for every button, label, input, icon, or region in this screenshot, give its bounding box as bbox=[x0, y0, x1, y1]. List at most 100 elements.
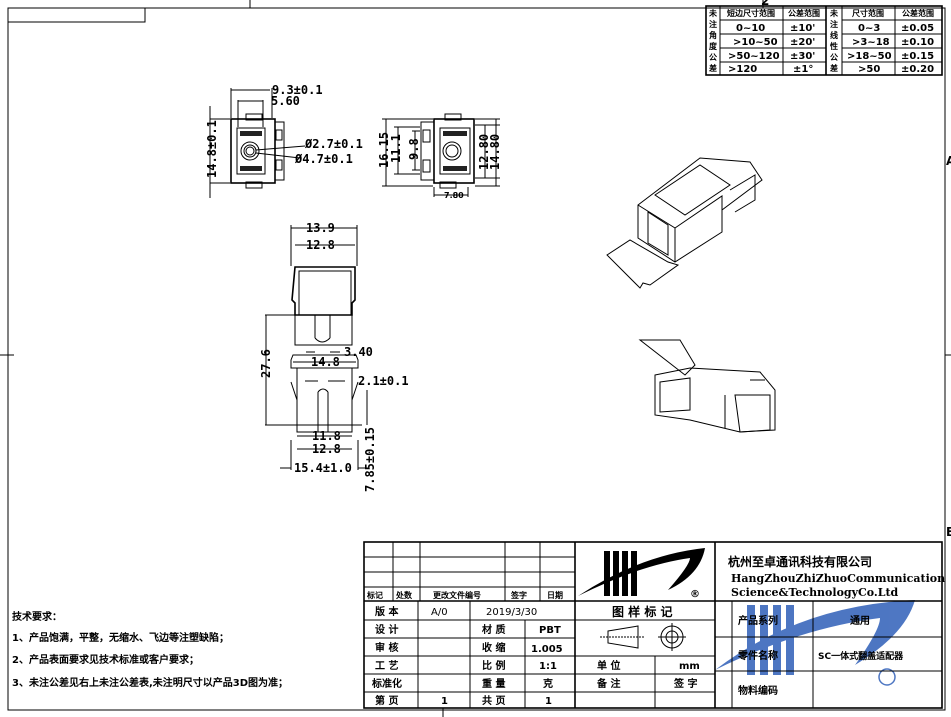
rev-col-sign: 签字 bbox=[510, 590, 527, 600]
dim-14-8: 14.8±0.1 bbox=[205, 120, 219, 178]
weight-label: 重 量 bbox=[482, 677, 505, 690]
tech-requirements: 技术要求： 1、产品饱满，平整，无缩水、飞边等注塑缺陷； 2、产品表面要求见技术… bbox=[12, 610, 288, 689]
title-block: 标记 处数 更改文件编号 签字 日期 版 本 A/0 2019/3/30 设 计… bbox=[363, 541, 945, 717]
tech-title: 技术要求： bbox=[12, 610, 62, 623]
zone-b: B bbox=[946, 525, 951, 539]
scale-value: 1:1 bbox=[539, 661, 557, 672]
company-logo: ® bbox=[578, 548, 705, 600]
series-label: 产品系列 bbox=[738, 614, 778, 627]
company-name-en-2: Science&TechnologyCo.Ltd bbox=[731, 586, 899, 599]
cell: ±1° bbox=[793, 64, 813, 75]
dim-11-1: 11.1 bbox=[389, 134, 403, 163]
company-name-en-1: HangZhouZhiZhuoCommunication bbox=[731, 572, 945, 585]
version-label: 版 本 bbox=[375, 605, 399, 618]
version-value: A/0 bbox=[431, 607, 448, 618]
cell: >18~50 bbox=[847, 51, 892, 62]
process-label: 工 艺 bbox=[375, 659, 398, 672]
scale-label: 比 例 bbox=[482, 659, 505, 672]
date-value: 2019/3/30 bbox=[486, 607, 537, 618]
isometric-view-1 bbox=[606, 157, 763, 289]
angle-label-char: 注 bbox=[709, 19, 717, 29]
design-label: 设 计 bbox=[375, 623, 398, 636]
linear-label-char: 注 bbox=[830, 19, 838, 29]
code-label: 物料编码 bbox=[738, 684, 778, 697]
series-value: 通用 bbox=[850, 615, 870, 627]
dim-9-8: 9.8 bbox=[407, 138, 421, 160]
zone-2: 2 bbox=[761, 0, 769, 8]
review-label: 审 核 bbox=[375, 641, 398, 654]
watermark-logo bbox=[715, 600, 915, 686]
angle-label-char: 角 bbox=[709, 30, 717, 40]
cell: ±0.05 bbox=[901, 23, 934, 34]
projection-symbol-icon bbox=[600, 623, 686, 651]
rev-col-count: 处数 bbox=[395, 590, 413, 600]
cell: >50~120 bbox=[728, 51, 780, 62]
tech-item: 2、产品表面要求见技术标准或客户要求； bbox=[12, 653, 199, 666]
dim-dia-4-7: Ø4.7±0.1 bbox=[294, 152, 353, 166]
dim-12-80: 12.80 bbox=[477, 134, 491, 170]
dim-12-8-top: 12.8 bbox=[306, 238, 335, 252]
dim-2-1: 2.1±0.1 bbox=[358, 374, 409, 388]
angle-label-char: 差 bbox=[708, 63, 717, 73]
tech-item: 3、未注公差见右上未注公差表,未注明尺寸以产品3D图为准； bbox=[12, 676, 288, 689]
rev-col-doc: 更改文件编号 bbox=[433, 590, 481, 600]
drawing-mark-label: 图 样 标 记 bbox=[612, 604, 673, 619]
rev-col-date: 日期 bbox=[547, 590, 563, 600]
shrink-value: 1.005 bbox=[531, 644, 563, 655]
cell: ±30' bbox=[790, 51, 815, 62]
dim-7-85: 7.85±0.15 bbox=[363, 427, 377, 492]
cell: 0~10 bbox=[736, 23, 765, 34]
header: 短边尺寸范围 bbox=[727, 8, 775, 18]
cell: >10~50 bbox=[733, 37, 778, 48]
part-label: 零件名称 bbox=[737, 649, 778, 662]
rev-col-mark: 标记 bbox=[366, 590, 383, 600]
dim-11-8: 11.8 bbox=[312, 429, 341, 443]
cell: >50 bbox=[858, 64, 880, 75]
front-view: 9.3±0.1 5.60 14.8±0.1 Ø2.7±0.1 Ø4.7±0.1 bbox=[205, 83, 363, 198]
header: 公差范围 bbox=[902, 8, 934, 18]
angle-label-char: 公 bbox=[709, 53, 717, 62]
cell: ±10' bbox=[790, 23, 815, 34]
total-value: 1 bbox=[545, 696, 552, 707]
shrink-label: 收 缩 bbox=[482, 641, 505, 654]
isometric-view-2 bbox=[638, 339, 776, 433]
angle-label-char: 度 bbox=[709, 41, 718, 51]
side-view: 16.15 11.1 9.8 12.80 14.80 7.80 bbox=[377, 113, 502, 200]
registered-mark: ® bbox=[690, 589, 700, 600]
dim-13-9: 13.9 bbox=[306, 221, 335, 235]
standard-label: 标准化 bbox=[371, 677, 402, 690]
dim-5-60: 5.60 bbox=[271, 94, 300, 108]
company-name-cn: 杭州至卓通讯科技有限公司 bbox=[728, 554, 872, 569]
cell: 0~3 bbox=[858, 23, 880, 34]
dim-14-80: 14.80 bbox=[488, 134, 502, 170]
weight-value: 克 bbox=[543, 677, 553, 690]
dim-15-4: 15.4±1.0 bbox=[294, 461, 352, 475]
material-value: PBT bbox=[539, 625, 561, 636]
remark-label: 备 注 bbox=[596, 677, 620, 690]
dim-3-40: 3.40 bbox=[344, 345, 373, 359]
page-value: 1 bbox=[441, 696, 448, 707]
header: 尺寸范围 bbox=[852, 8, 884, 18]
unit-label: 单 位 bbox=[597, 659, 620, 672]
dim-12-8-bottom: 12.8 bbox=[312, 442, 341, 456]
dim-16-15: 16.15 bbox=[377, 132, 391, 168]
dim-27-6: 27.6 bbox=[259, 349, 273, 378]
tolerance-table: 未 注 角 度 公 差 未 注 线 性 公 差 短边尺寸范围 公差范围 尺寸范围… bbox=[705, 5, 943, 76]
dim-9-3: 9.3±0.1 bbox=[272, 83, 323, 97]
dim-7-80: 7.80 bbox=[444, 191, 464, 200]
cell: ±0.10 bbox=[901, 37, 934, 48]
angle-label-char: 未 bbox=[708, 8, 717, 18]
sign-label: 签 字 bbox=[673, 677, 697, 690]
cell: >120 bbox=[728, 64, 757, 75]
tech-item: 1、产品饱满，平整，无缩水、飞边等注塑缺陷； bbox=[12, 631, 229, 644]
linear-label-char: 公 bbox=[830, 53, 838, 62]
zone-a: A bbox=[946, 154, 951, 168]
linear-label-char: 性 bbox=[830, 41, 838, 51]
page-label: 第 页 bbox=[375, 694, 398, 707]
cell: >3~18 bbox=[852, 37, 890, 48]
linear-label-char: 差 bbox=[829, 63, 838, 73]
dim-14-8-top: 14.8 bbox=[311, 355, 340, 369]
dim-dia-2-7: Ø2.7±0.1 bbox=[304, 137, 363, 151]
